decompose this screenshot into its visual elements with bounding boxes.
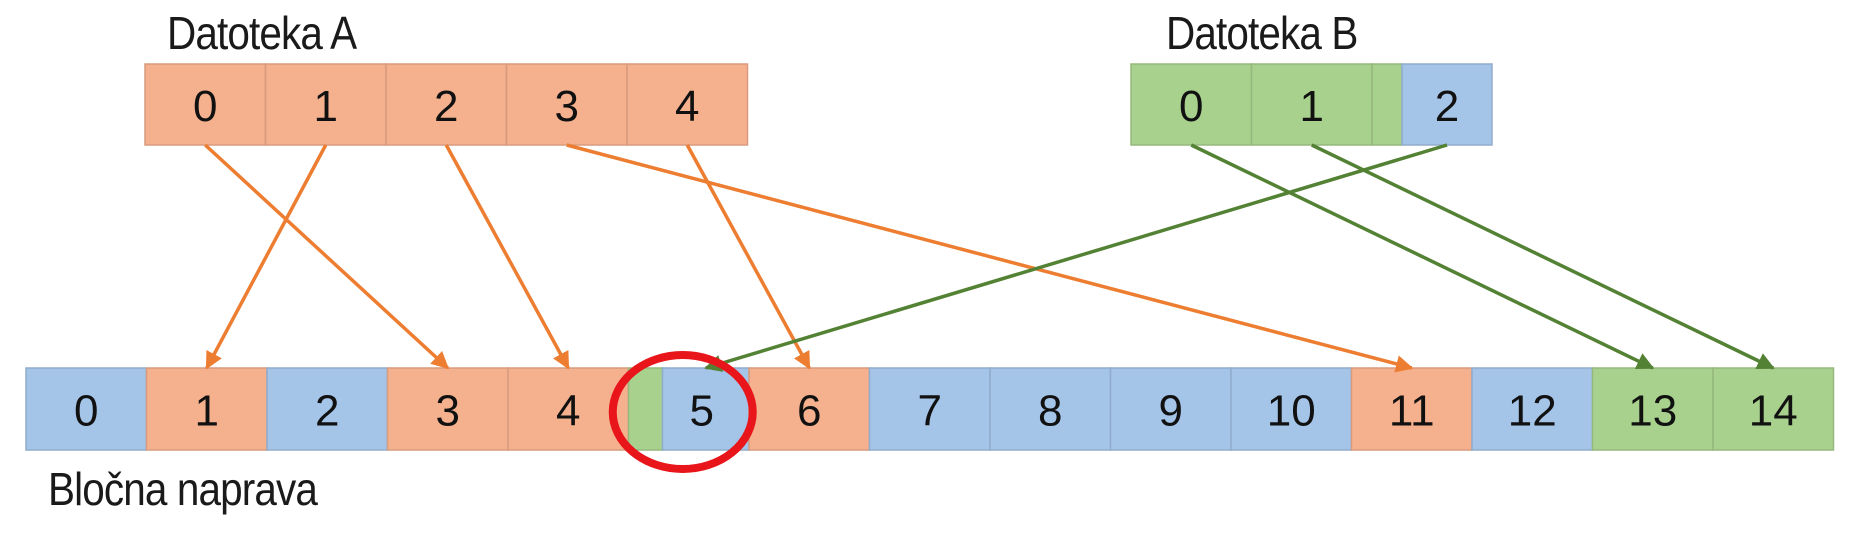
file-b-block — [1250, 63, 1373, 146]
device-block-label: 12 — [1508, 387, 1557, 436]
arrows-layer — [204, 143, 1775, 373]
file-a-title: Datoteka A — [167, 7, 357, 59]
file-b-arrow — [1190, 143, 1655, 370]
file-a-block-label: 1 — [314, 82, 338, 131]
device-block-file-a — [145, 367, 268, 451]
device-block-label: 5 — [690, 387, 714, 436]
file-b-block — [1130, 63, 1253, 146]
file-b-block-used-part — [1371, 63, 1403, 146]
device-block-file-a — [507, 367, 630, 451]
file-a-block-label: 3 — [555, 82, 579, 131]
device-block-free — [868, 367, 991, 451]
device-block-free — [1109, 367, 1232, 451]
device-block-label: 14 — [1749, 387, 1798, 436]
device-block-label: 0 — [74, 387, 98, 436]
device-block-file-b-part — [627, 367, 664, 451]
device-block-free — [25, 367, 148, 451]
device-block-label: 1 — [195, 387, 219, 436]
device-block-file-a — [748, 367, 871, 451]
file-a-arrow — [685, 144, 811, 370]
file-a-arrow — [566, 143, 1414, 373]
file-a-arrow — [444, 144, 570, 370]
file-b-title: Datoteka B — [1166, 7, 1358, 59]
file-b-arrow — [1310, 143, 1775, 370]
device-block-label: 9 — [1159, 387, 1183, 436]
device-block-file-b — [1712, 367, 1835, 451]
file-a-block-label: 0 — [193, 82, 217, 131]
device-block-label: 4 — [556, 387, 580, 436]
overlay-layer — [608, 351, 757, 473]
device-block-label: 3 — [436, 387, 460, 436]
device-block-label: 10 — [1267, 387, 1316, 436]
file-a-arrow — [204, 143, 450, 370]
file-a-block-label: 4 — [675, 82, 699, 131]
file-a-arrow — [205, 144, 328, 370]
device-title: Bločna naprava — [48, 463, 318, 515]
file-b-block-label: 1 — [1300, 82, 1324, 131]
device-block-free — [989, 367, 1112, 451]
device-block-label: 8 — [1038, 387, 1062, 436]
file-b-block-label: 2 — [1435, 82, 1459, 131]
file-b-block-label: 0 — [1179, 82, 1203, 131]
device-block-free — [1471, 367, 1594, 451]
device-block-label: 11 — [1389, 387, 1435, 436]
device-block-free — [1230, 367, 1353, 451]
device-block-label: 7 — [918, 387, 942, 436]
device-block-free — [266, 367, 389, 451]
device-block-label: 6 — [797, 387, 821, 436]
device-block-file-b — [1591, 367, 1714, 451]
file-b-arrow — [704, 143, 1448, 372]
device-block-label: 2 — [315, 387, 339, 436]
highlight-circle — [608, 351, 757, 473]
file-b-block-unused-part — [1401, 63, 1493, 146]
device-block-label: 13 — [1628, 387, 1677, 436]
file-a-block-label: 2 — [434, 82, 458, 131]
